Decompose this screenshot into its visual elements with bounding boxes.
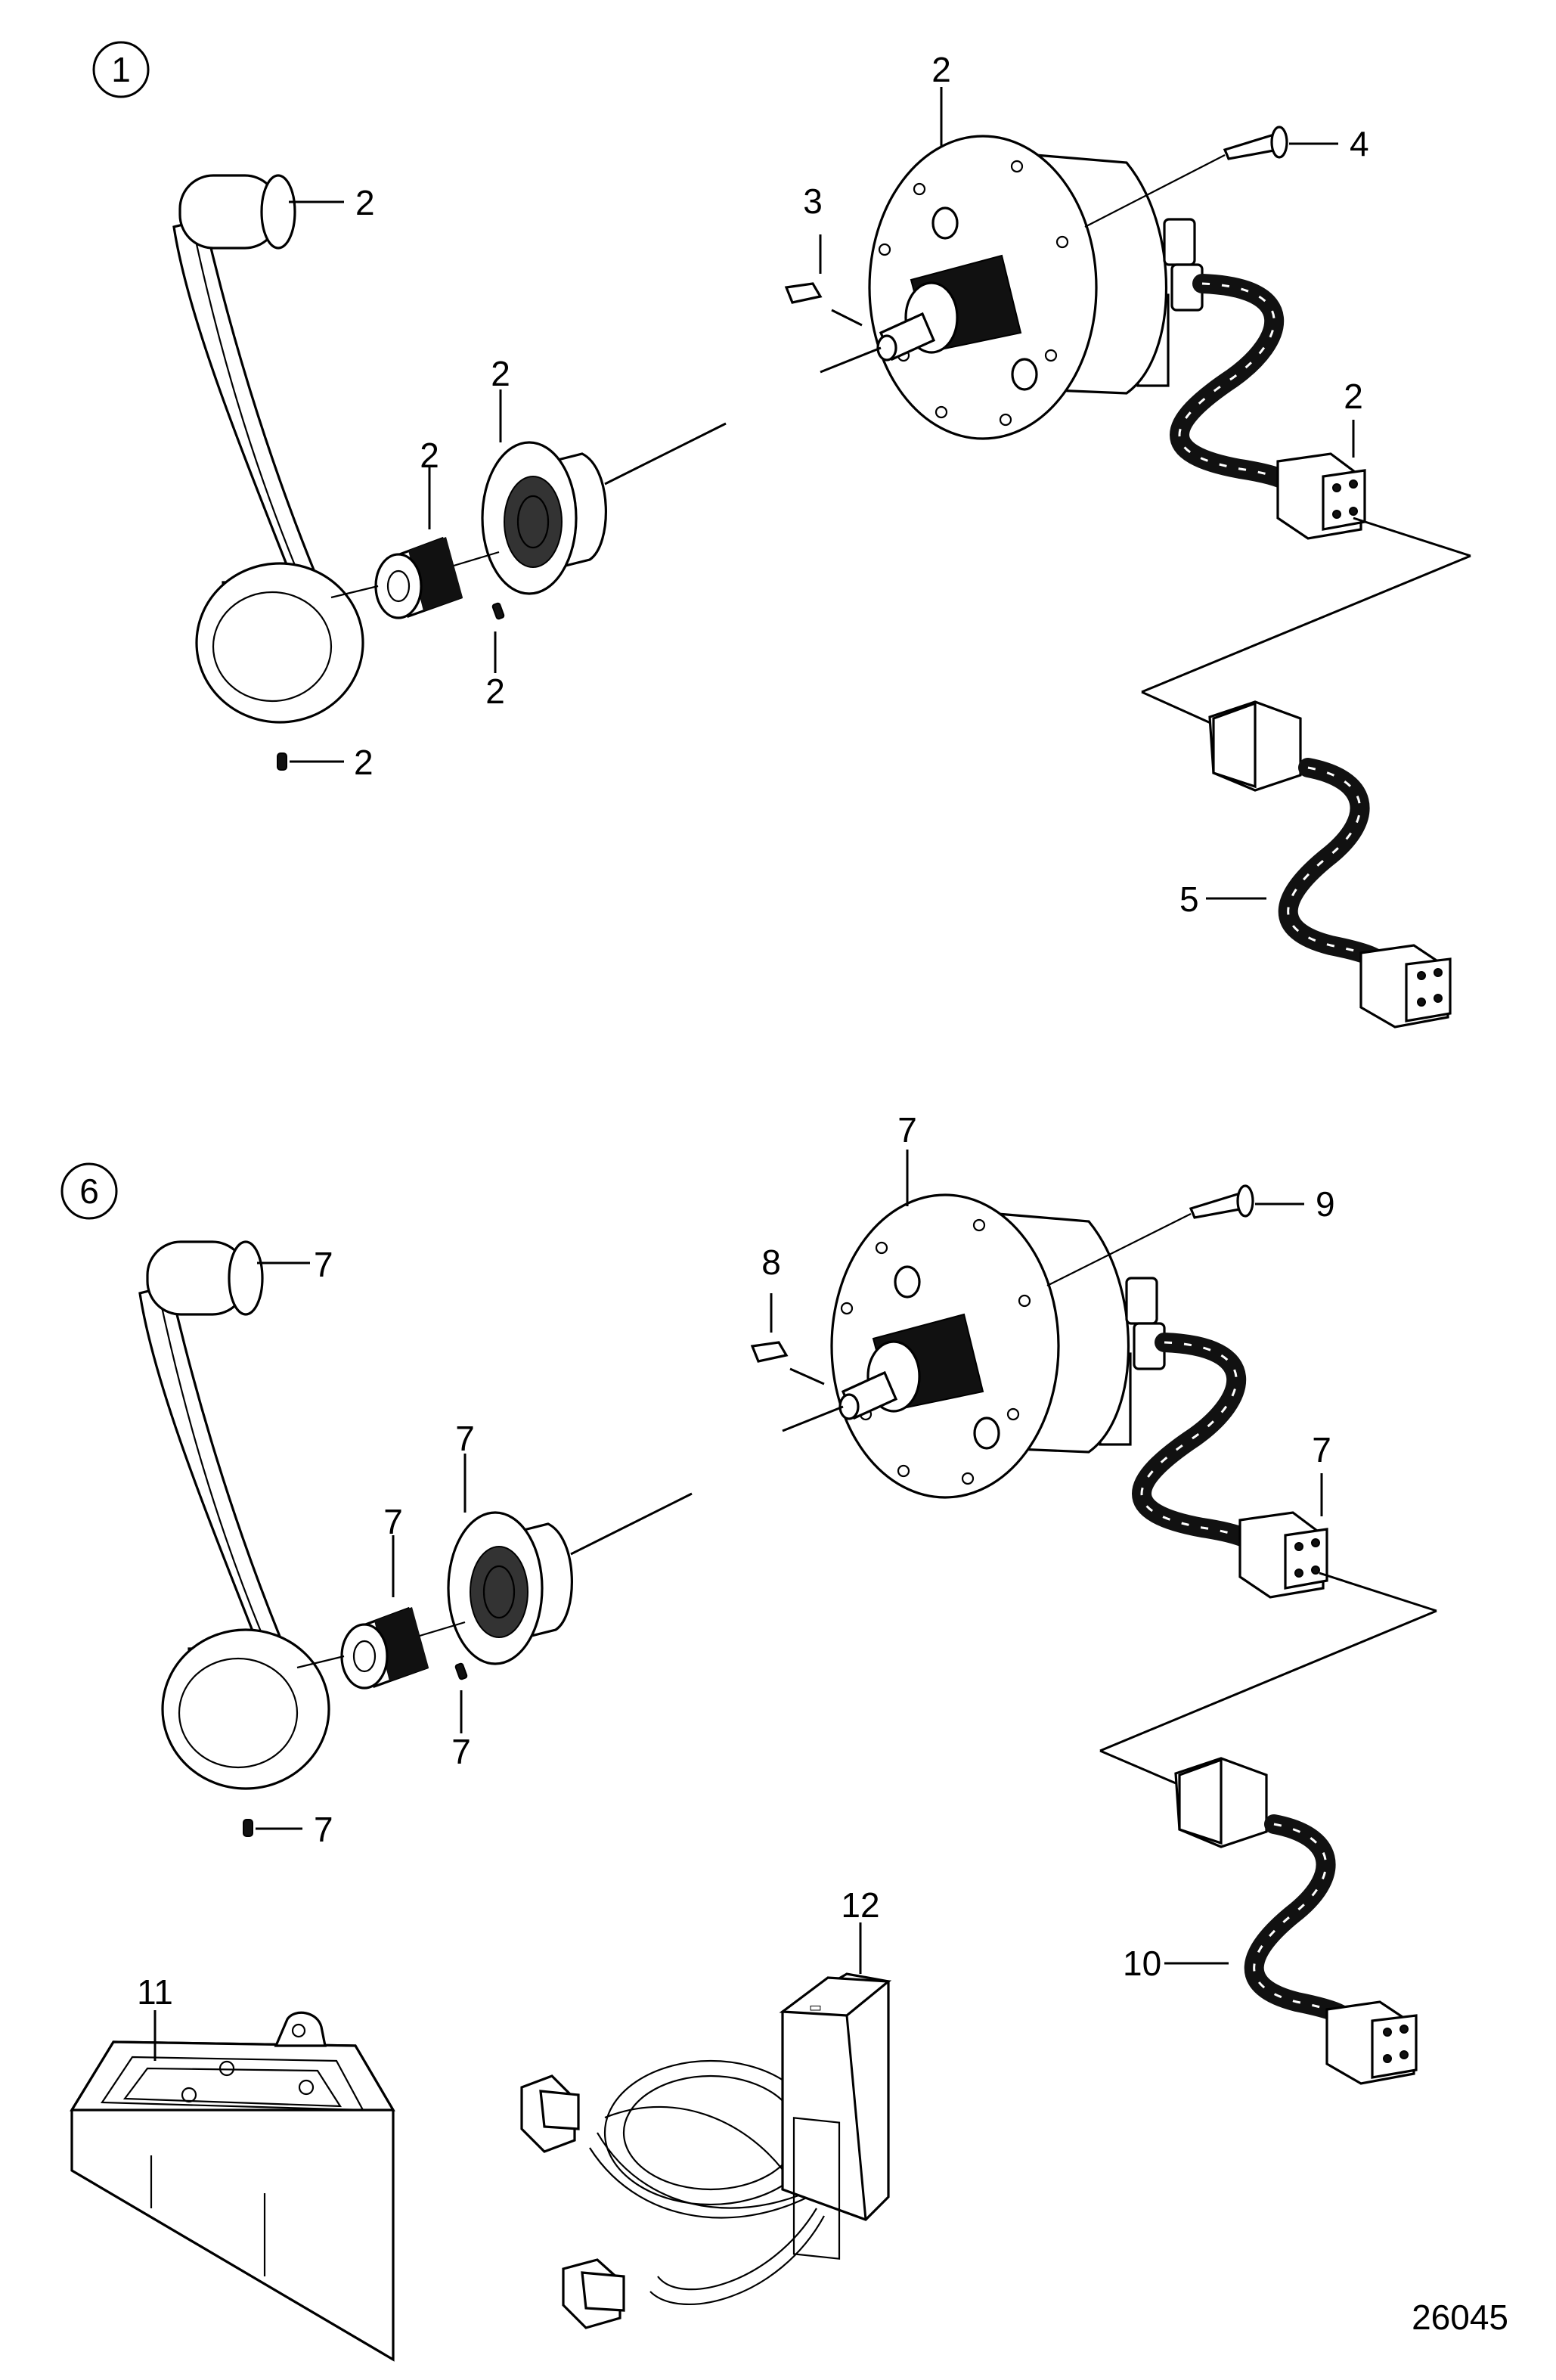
group-6: 6 7 7 7 7 bbox=[60, 1110, 1437, 2085]
callout-g1-unit: 2 bbox=[931, 50, 951, 89]
screw-1 bbox=[1223, 126, 1288, 160]
callout-g2-key: 8 bbox=[761, 1243, 781, 1282]
callout-g2-lever-screw: 7 bbox=[314, 1810, 333, 1849]
callout-g2-lever-grip: 7 bbox=[314, 1245, 333, 1284]
callout-g1-harness: 5 bbox=[1179, 880, 1199, 919]
callout-g2-flange: 7 bbox=[455, 1419, 475, 1458]
control-lever-1 bbox=[172, 174, 364, 771]
figure-number: 26045 bbox=[1412, 2298, 1508, 2337]
mounting-flange-2 bbox=[447, 1511, 573, 1665]
callout-g2-screw: 9 bbox=[1316, 1184, 1335, 1224]
group-1-marker: 1 bbox=[111, 50, 131, 89]
group-1: 1 2 2 2 2 bbox=[92, 41, 1471, 1029]
group-6-marker: 6 bbox=[79, 1171, 99, 1211]
wire-harness-unit-1 bbox=[1170, 274, 1366, 540]
electronic-module: ▭ bbox=[520, 1972, 892, 2329]
control-unit-1 bbox=[784, 135, 1204, 440]
control-unit-2 bbox=[750, 1193, 1166, 1499]
callout-g1-bushing-pin: 2 bbox=[485, 672, 505, 711]
group-1-marker-circle bbox=[92, 41, 150, 98]
group-6-marker-circle bbox=[60, 1162, 118, 1220]
callout-g2-unit: 7 bbox=[897, 1110, 917, 1150]
splined-bushing-1 bbox=[374, 536, 505, 620]
callout-g1-key: 3 bbox=[803, 182, 823, 221]
callout-g1-flange: 2 bbox=[491, 354, 510, 393]
callout-g2-connector: 7 bbox=[1312, 1430, 1331, 1469]
wire-harness-unit-2 bbox=[1132, 1333, 1328, 1599]
screw-2 bbox=[1189, 1184, 1254, 1219]
callout-housing: 11 bbox=[137, 1972, 173, 2012]
mounting-flange-1 bbox=[481, 441, 607, 595]
splined-bushing-2 bbox=[340, 1606, 468, 1690]
extension-harness-2 bbox=[1174, 1757, 1418, 2085]
control-lever-2 bbox=[138, 1240, 330, 1837]
callout-g1-screw: 4 bbox=[1350, 124, 1369, 163]
callout-g1-lever-grip: 2 bbox=[355, 183, 375, 222]
callout-g2-harness: 10 bbox=[1123, 1944, 1161, 1983]
callout-g1-connector: 2 bbox=[1344, 377, 1363, 416]
callout-g2-bushing: 7 bbox=[383, 1502, 403, 1541]
callout-module: 12 bbox=[841, 1885, 879, 1925]
callout-g1-bushing: 2 bbox=[420, 436, 439, 475]
module-label-icon: ▭ bbox=[809, 2000, 822, 2015]
extension-harness-1 bbox=[1208, 700, 1452, 1029]
callout-g1-lever-screw: 2 bbox=[354, 743, 374, 782]
callout-g2-bushing-pin: 7 bbox=[451, 1732, 471, 1771]
cover-housing bbox=[70, 2011, 395, 2362]
